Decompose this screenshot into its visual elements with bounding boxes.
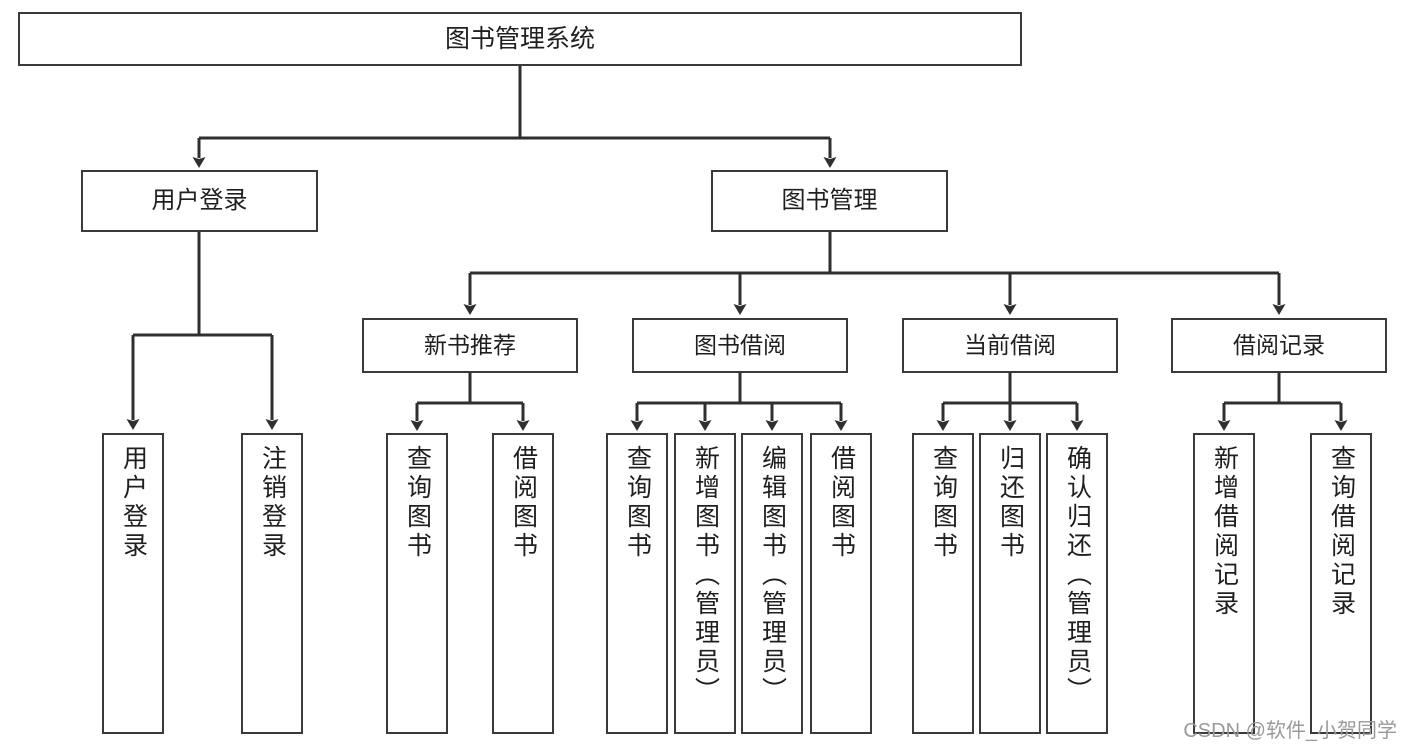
leaf-user-logout[interactable]: 注销登录 xyxy=(241,433,303,734)
leaf-label: 编辑图书（管理员） xyxy=(758,445,787,706)
leaf-query-book[interactable]: 查询图书 xyxy=(606,433,668,734)
leaf-label: 新增借阅记录 xyxy=(1210,445,1239,619)
node-user-login[interactable]: 用户登录 xyxy=(81,170,318,232)
node-current-borrow[interactable]: 当前借阅 xyxy=(902,318,1118,373)
leaf-confirm-return-admin[interactable]: 确认归还（管理员） xyxy=(1046,433,1108,734)
node-label: 当前借阅 xyxy=(964,332,1056,359)
leaf-user-login[interactable]: 用户登录 xyxy=(102,433,164,734)
leaf-label: 确认归还（管理员） xyxy=(1063,445,1092,706)
node-label: 图书管理系统 xyxy=(444,24,595,53)
leaf-label: 借阅图书 xyxy=(509,445,538,561)
leaf-label: 注销登录 xyxy=(258,445,287,561)
node-label: 图书借阅 xyxy=(694,332,786,359)
leaf-query-book-new[interactable]: 查询图书 xyxy=(386,433,448,734)
leaf-borrow-book[interactable]: 借阅图书 xyxy=(810,433,872,734)
node-borrow-record[interactable]: 借阅记录 xyxy=(1171,318,1387,373)
leaf-query-borrow-record[interactable]: 查询借阅记录 xyxy=(1310,433,1372,734)
node-book-borrow[interactable]: 图书借阅 xyxy=(632,318,848,373)
node-label: 新书推荐 xyxy=(424,332,516,359)
leaf-label: 归还图书 xyxy=(996,445,1025,561)
leaf-borrow-book-new[interactable]: 借阅图书 xyxy=(492,433,554,734)
leaf-return-book[interactable]: 归还图书 xyxy=(979,433,1041,734)
leaf-add-borrow-record[interactable]: 新增借阅记录 xyxy=(1193,433,1255,734)
leaf-edit-book-admin[interactable]: 编辑图书（管理员） xyxy=(741,433,803,734)
node-new-book-recommend[interactable]: 新书推荐 xyxy=(362,318,578,373)
leaf-label: 查询图书 xyxy=(623,445,652,561)
watermark-text: CSDN @软件_小贺同学 xyxy=(1183,720,1397,742)
node-label: 借阅记录 xyxy=(1233,332,1325,359)
leaf-label: 查询图书 xyxy=(929,445,958,561)
leaf-add-book-admin[interactable]: 新增图书（管理员） xyxy=(674,433,736,734)
node-book-management[interactable]: 图书管理 xyxy=(711,170,948,232)
leaf-label: 查询图书 xyxy=(403,445,432,561)
leaf-label: 用户登录 xyxy=(119,445,148,561)
leaf-label: 借阅图书 xyxy=(827,445,856,561)
node-root-system[interactable]: 图书管理系统 xyxy=(18,12,1022,66)
node-label: 用户登录 xyxy=(151,187,248,215)
node-label: 图书管理 xyxy=(781,187,878,215)
leaf-label: 查询借阅记录 xyxy=(1327,445,1356,619)
leaf-label: 新增图书（管理员） xyxy=(691,445,720,706)
leaf-query-book-current[interactable]: 查询图书 xyxy=(912,433,974,734)
